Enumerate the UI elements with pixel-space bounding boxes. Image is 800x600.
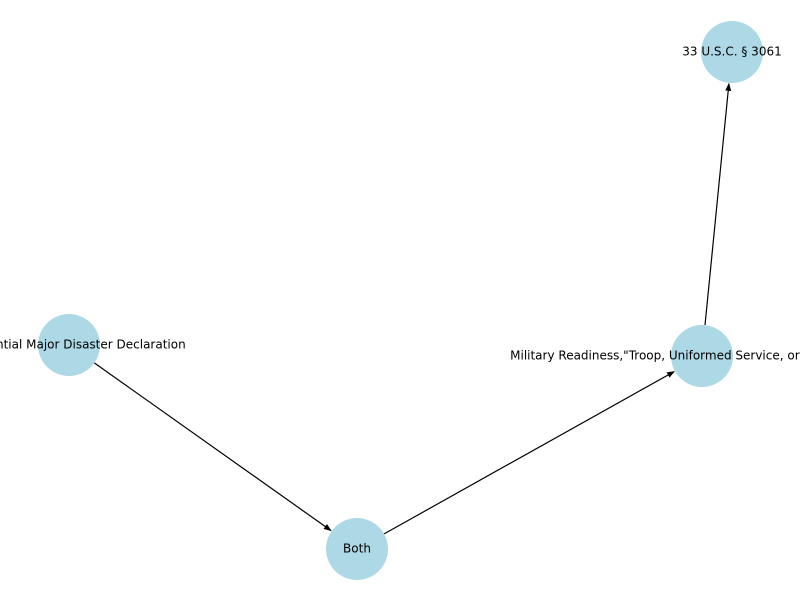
- node-circle: [326, 518, 388, 580]
- edge-both-to-military: [383, 371, 675, 535]
- node-both[interactable]: Both: [326, 518, 388, 580]
- node-label: Presidential Major Disaster Declaration: [0, 338, 186, 352]
- node-label: Both: [343, 542, 371, 556]
- node-circle: [671, 325, 733, 387]
- node-circle: [38, 314, 100, 376]
- edges-layer: [93, 82, 732, 535]
- nodes-layer: Presidential Major Disaster Declaration …: [0, 21, 800, 580]
- node-label: Military Readiness,"Troop, Uniformed Ser…: [510, 349, 800, 363]
- edge-military-to-usc: [704, 82, 732, 326]
- node-disaster-declaration[interactable]: Presidential Major Disaster Declaration: [0, 314, 186, 376]
- node-military-readiness[interactable]: Military Readiness,"Troop, Uniformed Ser…: [510, 325, 800, 387]
- node-circle: [701, 21, 763, 83]
- edge-disaster-to-both: [93, 362, 332, 532]
- node-usc-3061[interactable]: 33 U.S.C. § 3061: [682, 21, 782, 83]
- node-label: 33 U.S.C. § 3061: [682, 45, 781, 59]
